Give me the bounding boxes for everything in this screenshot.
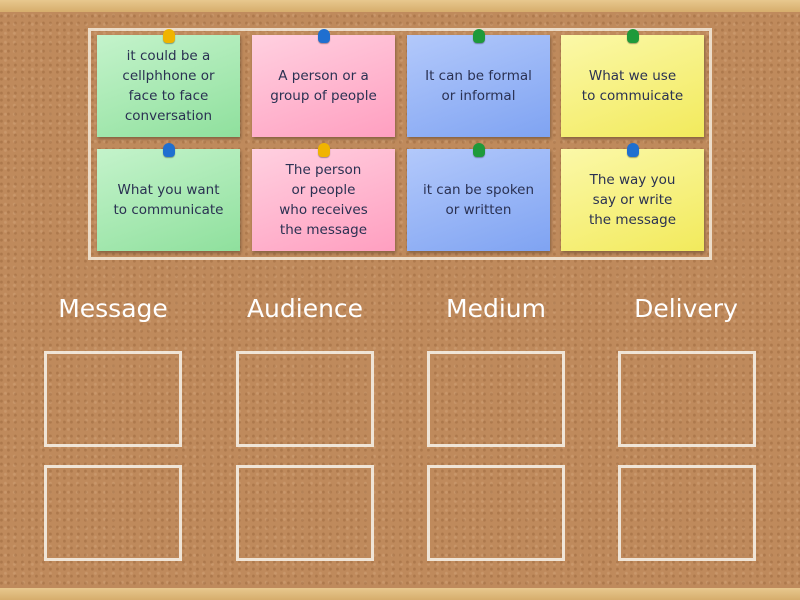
drop-zone-medium-1[interactable] <box>427 351 565 447</box>
drop-zone-delivery-2[interactable] <box>618 465 756 561</box>
card-text: The way you say or write the message <box>588 172 677 228</box>
answer-card[interactable]: It can be formal or informal <box>407 29 550 137</box>
drop-zone-audience-1[interactable] <box>236 351 374 447</box>
drop-zone-audience-2[interactable] <box>236 465 374 561</box>
pushpin-icon <box>626 143 639 157</box>
answer-card[interactable]: The way you say or write the message <box>561 143 704 251</box>
answer-card[interactable]: A person or a group of people <box>252 29 395 137</box>
pushpin-icon <box>162 143 175 157</box>
pushpin-icon <box>472 29 485 43</box>
answer-card[interactable]: it can be spoken or written <box>407 143 550 251</box>
drop-zone-message-1[interactable] <box>44 351 182 447</box>
answer-card[interactable]: The person or people who receives the me… <box>252 143 395 251</box>
card-text: What you want to communicate <box>113 182 224 218</box>
pushpin-icon <box>472 143 485 157</box>
drop-zone-medium-2[interactable] <box>427 465 565 561</box>
answer-card[interactable]: What we use to commuicate <box>561 29 704 137</box>
card-text: What we use to commuicate <box>581 68 684 104</box>
category-heading-message: Message <box>58 294 168 323</box>
pushpin-icon <box>626 29 639 43</box>
board-frame-top <box>0 0 800 12</box>
card-text: The person or people who receives the me… <box>279 162 368 238</box>
drop-zone-message-2[interactable] <box>44 465 182 561</box>
card-tray <box>88 28 712 260</box>
answer-card[interactable]: What you want to communicate <box>97 143 240 251</box>
pushpin-icon <box>317 143 330 157</box>
card-text: it can be spoken or written <box>422 182 535 218</box>
pushpin-icon <box>162 29 175 43</box>
category-heading-delivery: Delivery <box>634 294 738 323</box>
answer-card[interactable]: it could be a cellphhone or face to face… <box>97 29 240 137</box>
category-heading-audience: Audience <box>246 294 364 323</box>
category-heading-medium: Medium <box>446 294 546 323</box>
board-frame-bottom <box>0 588 800 600</box>
card-text: It can be formal or informal <box>425 68 532 104</box>
card-text: it could be a cellphhone or face to face… <box>122 48 215 124</box>
drop-zone-delivery-1[interactable] <box>618 351 756 447</box>
pushpin-icon <box>317 29 330 43</box>
card-text: A person or a group of people <box>270 68 377 104</box>
